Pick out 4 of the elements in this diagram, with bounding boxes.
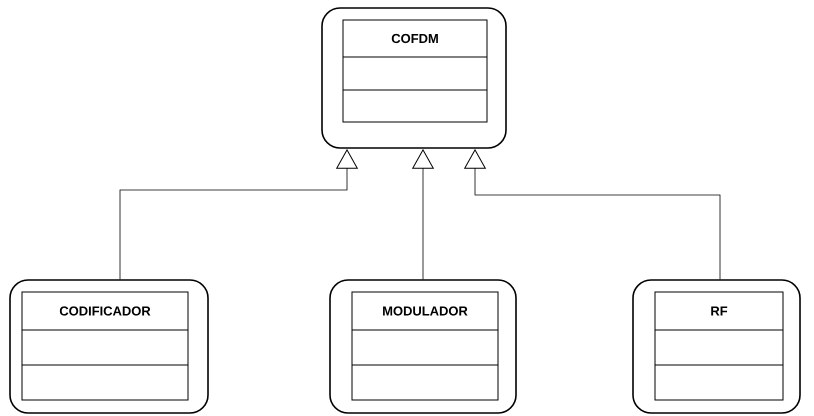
class-box: CODIFICADOR [9,279,209,414]
class-box: RF [632,279,801,414]
class-box: MODULADOR [329,279,517,414]
class-box: COFDM [321,7,507,149]
